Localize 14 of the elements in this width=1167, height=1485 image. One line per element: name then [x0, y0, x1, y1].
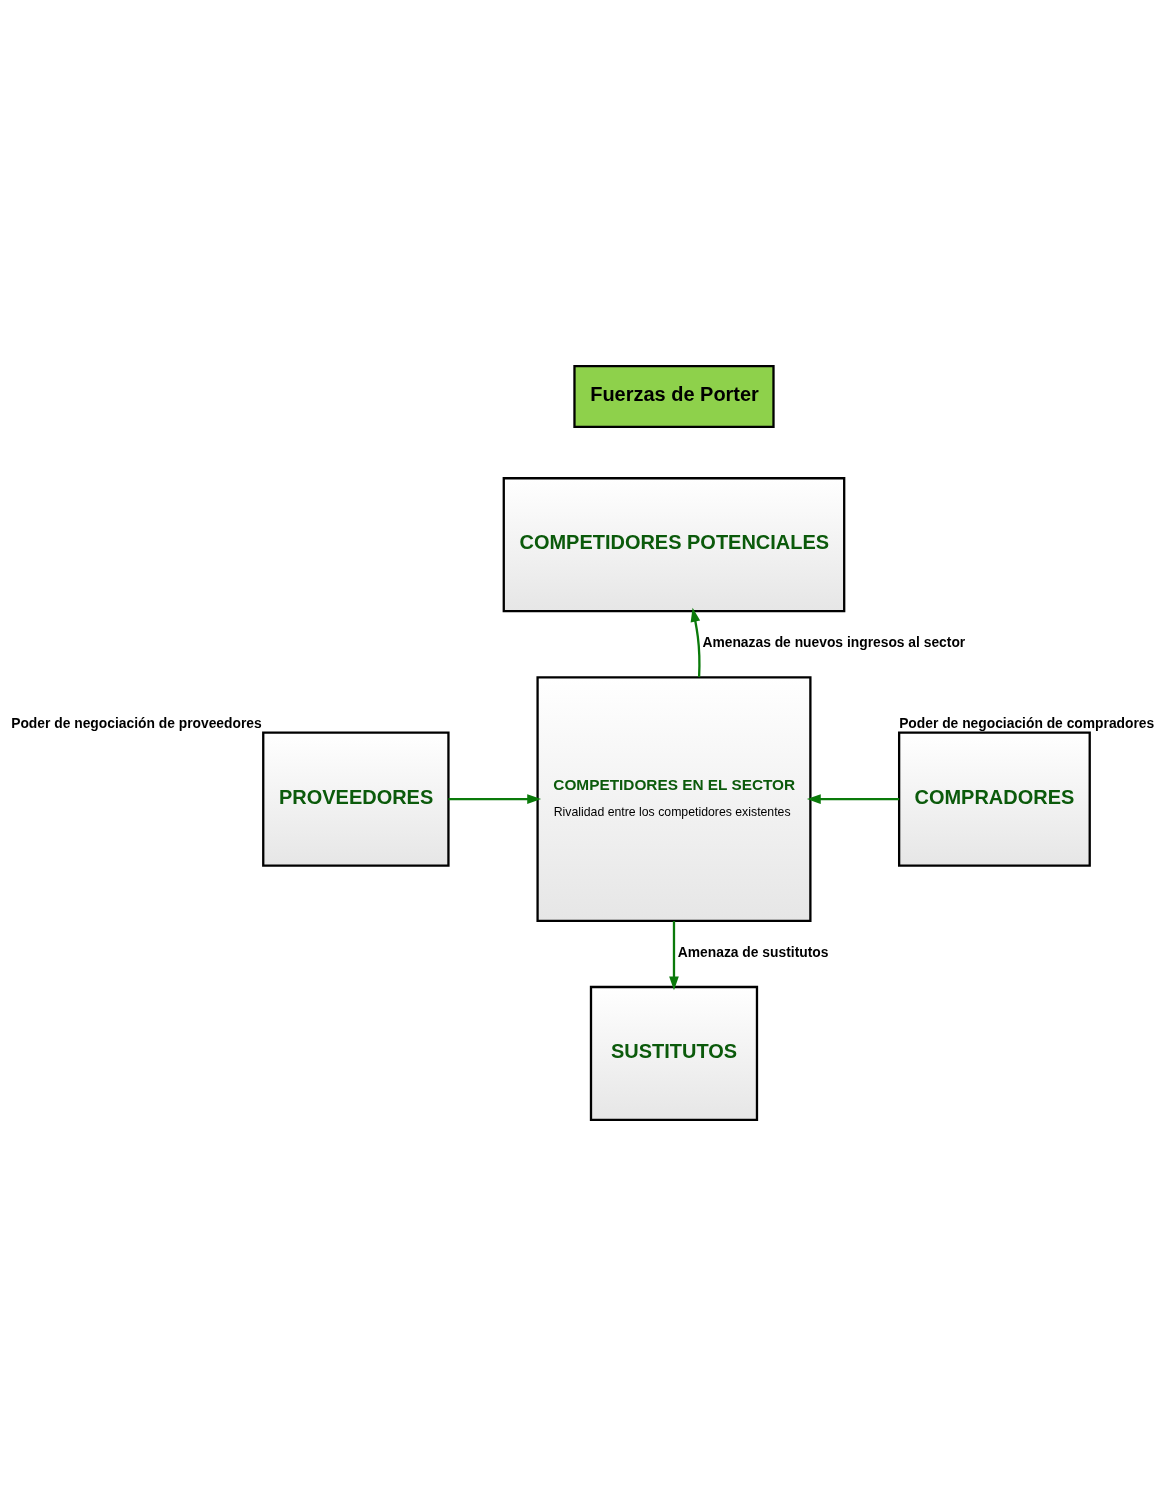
node-label: Poder de negociación de compradores [899, 714, 1155, 731]
edge-label: Amenazas de nuevos ingresos al sector [702, 633, 966, 650]
node-label: Poder de negociación de proveedores [11, 714, 262, 731]
node-box: COMPRADORES [898, 730, 1091, 867]
arrow [448, 793, 542, 804]
arrow [690, 607, 701, 677]
arrow [806, 793, 900, 804]
node-box: SUSTITUTOS [589, 985, 759, 1121]
edge-label: Amenaza de sustitutos [677, 943, 829, 960]
node-box: COMPETIDORES POTENCIALES [502, 476, 846, 612]
node-box: COMPETIDORES EN EL SECTOR Rivalidad entre los competidores existentes [536, 675, 812, 922]
node-box: PROVEEDORES [262, 730, 450, 867]
arrow [669, 920, 679, 990]
node-box: Fuerzas de Porter [573, 364, 775, 428]
